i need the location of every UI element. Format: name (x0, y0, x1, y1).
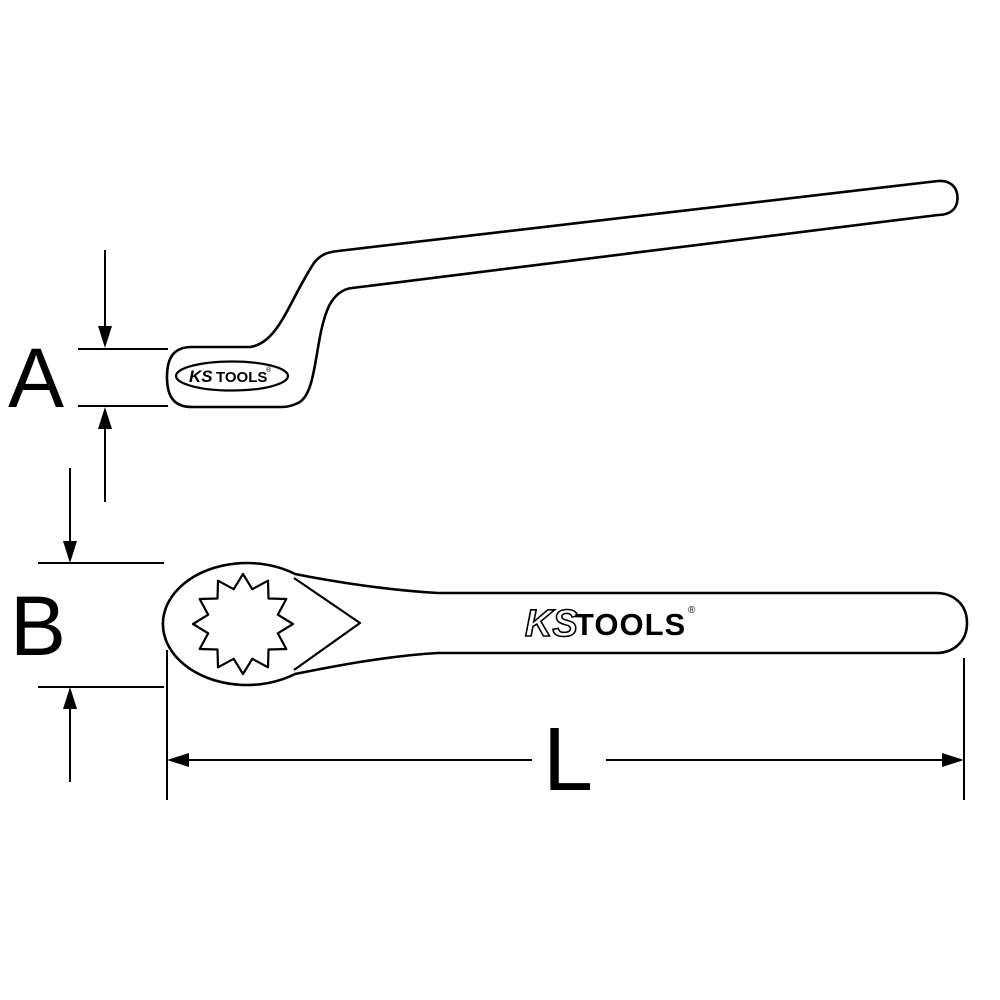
dimension-a: A (8, 250, 168, 502)
twelve-point-socket-icon (191, 572, 295, 676)
top-logo-registered-mark: ® (688, 605, 696, 616)
side-logo-ks-text: KS (189, 367, 213, 386)
dim-b-arrowhead-up-icon (63, 687, 77, 709)
side-logo-registered-mark: ® (266, 366, 272, 374)
neck-chamfer-lines (293, 577, 362, 671)
dim-l-arrowhead-right-icon (942, 753, 964, 767)
dim-a-arrowhead-down-icon (98, 326, 112, 348)
top-logo: KS TOOLS ® (524, 602, 696, 646)
dimension-b: B (10, 468, 164, 782)
wrench-side-view: KS TOOLS ® (165, 179, 959, 409)
side-logo: KS TOOLS ® (189, 366, 272, 386)
dim-l-arrowhead-left-icon (167, 753, 189, 767)
top-logo-ks-text: KS (525, 603, 578, 645)
dim-a-arrowhead-up-icon (98, 407, 112, 429)
dim-b-label: B (10, 579, 66, 673)
side-logo-ellipse (174, 360, 290, 392)
dimension-l: L (166, 650, 965, 810)
dim-a-label: A (8, 331, 64, 425)
side-logo-tools-text: TOOLS (216, 369, 267, 386)
wrench-top-view-outline (161, 561, 969, 687)
wrench-top-view: KS TOOLS ® (161, 561, 969, 687)
dim-b-arrowhead-down-icon (63, 541, 77, 563)
top-logo-tools-text: TOOLS (575, 607, 686, 642)
wrench-side-view-outline (165, 179, 959, 409)
dim-l-label: L (543, 710, 593, 810)
